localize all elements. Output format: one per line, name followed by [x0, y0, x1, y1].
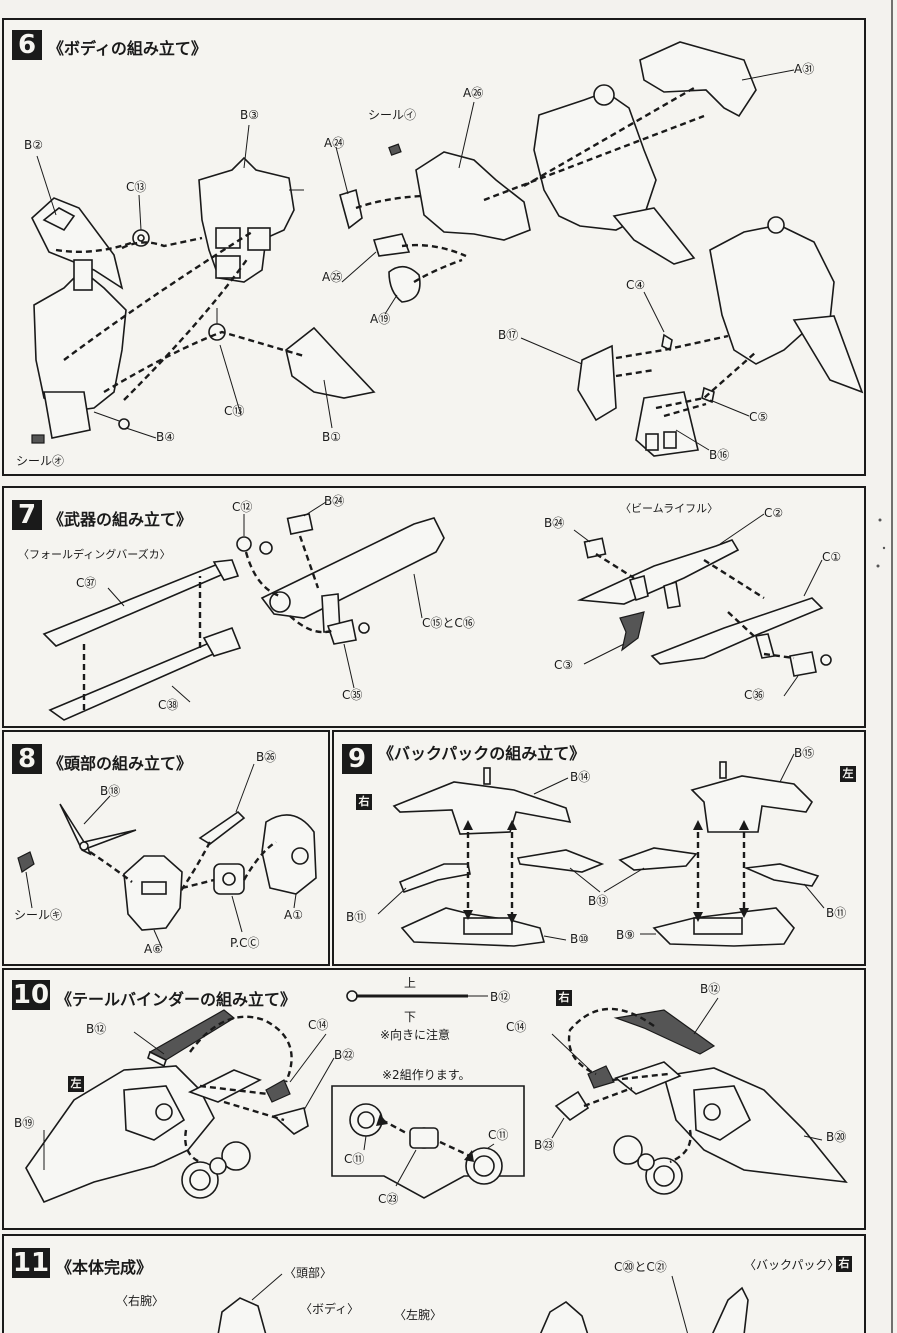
label-b15: B⑮: [794, 746, 815, 760]
label-c5: C⑤: [749, 410, 769, 424]
label-c4: C④: [626, 278, 646, 292]
label-b23: B㉓: [534, 1138, 555, 1152]
label-c14-right: C⑭: [506, 1020, 527, 1034]
step-8-title: 《頭部の組み立て》: [48, 754, 193, 773]
step-10-number: 10: [12, 980, 50, 1010]
label-b24-rifle: B㉔: [544, 516, 565, 530]
label-b22: B㉒: [334, 1048, 355, 1062]
label-b13: B⑬: [588, 894, 609, 908]
label-c36: C㊱: [744, 688, 765, 702]
label-b17: B⑰: [498, 328, 519, 342]
label-c2: C②: [764, 506, 784, 520]
label-b9: B⑨: [616, 928, 635, 942]
label-b11-right: B⑪: [826, 906, 847, 920]
label-body: 〈ボディ〉: [300, 1302, 360, 1316]
step-10-illustration: [25, 990, 848, 1204]
label-b24-bazooka: B㉔: [324, 494, 345, 508]
label-left-arm: 〈左腕〉: [394, 1308, 443, 1322]
label-c15-c16: C⑮とC⑯: [422, 616, 475, 630]
label-seal-i: シール㋑: [368, 108, 417, 122]
label-c11-left: C⑪: [344, 1152, 365, 1166]
label-b12-left: B⑫: [86, 1022, 107, 1036]
step-11-panel: 11 《本体完成》 〈頭部〉 〈右腕〉 〈ボディ〉 〈左腕〉 C⑳とC㉑ 〈バッ…: [2, 1234, 866, 1333]
step-9-right-tag: 右: [356, 794, 372, 810]
label-b16: B⑯: [709, 448, 730, 462]
label-b3: B③: [240, 108, 259, 122]
step-10-right-tag: 右: [556, 990, 572, 1006]
step-7-panel: 7 《武器の組み立て》 〈フォールディングバーズカ〉 〈ビームライフル〉: [2, 486, 866, 728]
label-b10: B⑩: [570, 932, 589, 946]
label-b20: B⑳: [826, 1130, 847, 1144]
step-6-title: 《ボディの組み立て》: [48, 39, 207, 58]
label-c12: C⑫: [232, 500, 253, 514]
step-6-number: 6: [12, 30, 42, 60]
step-11-illustration: [217, 1273, 749, 1333]
step-8-illustration: [17, 763, 317, 949]
step-7-title: 《武器の組み立て》: [48, 510, 193, 529]
step-7-illustration: [42, 501, 832, 721]
label-right-arm: 〈右腕〉: [116, 1294, 165, 1308]
label-c14-left: C⑭: [308, 1018, 329, 1032]
label-b2: B②: [24, 138, 43, 152]
label-a19: A⑲: [370, 312, 391, 326]
rifle-subtitle: 〈ビームライフル〉: [620, 502, 719, 515]
label-a31: A㉛: [794, 62, 815, 76]
label-c1: C①: [822, 550, 842, 564]
label-a26: A㉖: [463, 86, 484, 100]
label-b11-left: B⑪: [346, 910, 367, 924]
label-c20-c21: C⑳とC㉑: [614, 1260, 667, 1274]
step-9-panel: 9 《バックパックの組み立て》 右 左: [332, 730, 866, 966]
label-a1: A①: [284, 908, 303, 922]
step-9-number: 9: [342, 744, 372, 774]
label-a24: A㉔: [324, 136, 345, 150]
step-11-right-tag: 右: [836, 1256, 852, 1272]
step-10-title: 《テールバインダーの組み立て》: [56, 990, 297, 1009]
step-11-number: 11: [12, 1248, 50, 1278]
label-head: 〈頭部〉: [284, 1266, 333, 1280]
label-c38: C㊳: [158, 698, 179, 712]
step-10-panel: 10 《テールバインダーの組み立て》 左 右 上 下 ※向きに注意 ※2組作りま…: [2, 968, 866, 1230]
label-b4: B④: [156, 430, 175, 444]
label-c11-right: C⑪: [488, 1128, 509, 1142]
label-c35: C㉟: [342, 688, 363, 702]
step-9-illustration: [377, 753, 825, 947]
note-direction: ※向きに注意: [380, 1028, 451, 1042]
step-7-number: 7: [12, 500, 42, 530]
label-b14: B⑭: [570, 770, 591, 784]
label-b18: B⑱: [100, 784, 121, 798]
label-c13-bottom: C⑬: [224, 404, 245, 418]
step-8-panel: 8 《頭部の組み立て》 B㉖ B⑱ シール㋖ A⑥ P.CⒸ A①: [2, 730, 330, 966]
label-b19: B⑲: [14, 1116, 35, 1130]
step-10-left-tag: 左: [68, 1076, 84, 1092]
rod-up-label: 上: [404, 976, 417, 990]
step-6-panel: 6 《ボディの組み立て》: [2, 18, 866, 476]
label-backpack: 〈バックパック〉: [744, 1258, 840, 1272]
step-11-title: 《本体完成》: [56, 1258, 153, 1277]
label-pc: P.CⒸ: [230, 936, 260, 950]
label-c23: C㉓: [378, 1192, 399, 1206]
label-c3: C③: [554, 658, 574, 672]
step-9-left-tag: 左: [840, 766, 856, 782]
label-b12-right: B⑫: [700, 982, 721, 996]
step-9-title: 《バックパックの組み立て》: [378, 744, 586, 763]
label-c37: C㊲: [76, 576, 97, 590]
step-6-illustration: [31, 41, 864, 457]
page-edge-marks: [876, 0, 893, 1333]
label-a6: A⑥: [144, 942, 163, 956]
bazooka-subtitle: 〈フォールディングバーズカ〉: [18, 548, 171, 561]
label-seal-ki: シール㋖: [14, 908, 63, 922]
note-two-sets: ※2組作ります。: [382, 1068, 471, 1082]
rod-down-label: 下: [404, 1010, 417, 1024]
label-seal-o: シール㋔: [16, 454, 65, 468]
step-8-number: 8: [12, 744, 42, 774]
label-b1: B①: [322, 430, 341, 444]
label-b12-rod: B⑫: [490, 990, 511, 1004]
label-b26: B㉖: [256, 750, 277, 764]
label-c13-top: C⑬: [126, 180, 147, 194]
label-a25: A㉕: [322, 270, 343, 284]
